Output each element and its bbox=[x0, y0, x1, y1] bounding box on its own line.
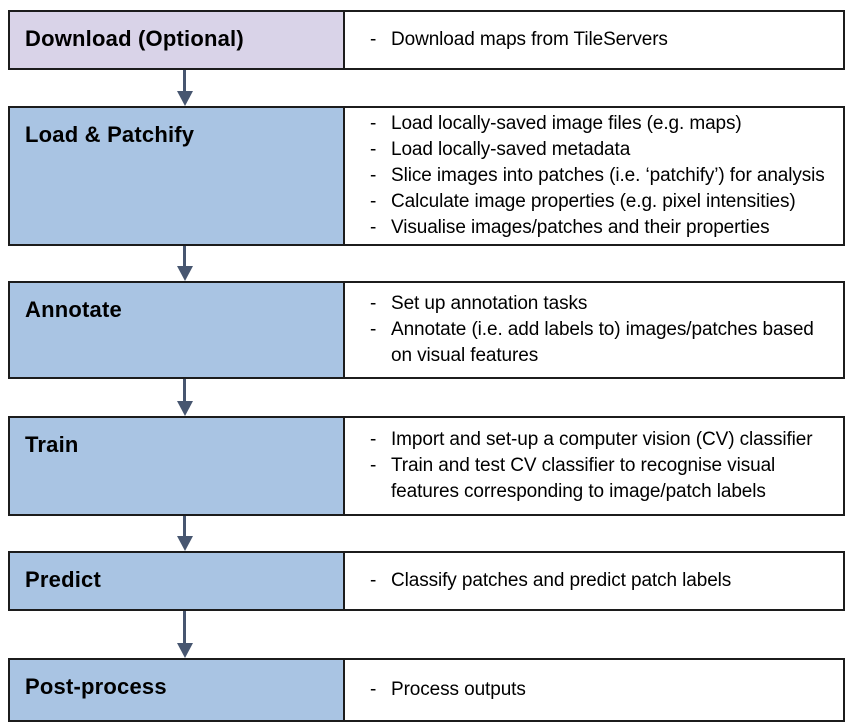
bullet-dash: - bbox=[370, 165, 377, 186]
bullet-text: Calculate image properties (e.g. pixel i… bbox=[391, 191, 796, 212]
bullet-dash: - bbox=[370, 570, 377, 591]
bullet-dash: - bbox=[370, 113, 377, 134]
stage-label-load-patchify: Load & Patchify bbox=[25, 122, 195, 147]
stage-row-train: Train - Import and set-up a computer vis… bbox=[8, 416, 857, 516]
stage-description-annotate: - Set up annotation tasks - Annotate (i.… bbox=[343, 281, 845, 379]
arrow-line bbox=[183, 379, 186, 401]
bullet-text: Train and test CV classifier to recognis… bbox=[391, 455, 776, 502]
bullet-item: - Load locally-saved metadata bbox=[370, 137, 837, 163]
arrow-line bbox=[183, 516, 186, 536]
stage-description-load-patchify: - Load locally-saved image files (e.g. m… bbox=[343, 106, 845, 246]
flow-arrow-annotate-to-train bbox=[176, 379, 193, 416]
bullet-text: Visualise images/patches and their prope… bbox=[391, 217, 770, 238]
bullet-item: - Visualise images/patches and their pro… bbox=[370, 215, 837, 241]
bullet-item: - Import and set-up a computer vision (C… bbox=[370, 427, 837, 453]
stage-row-post-process: Post-process - Process outputs bbox=[8, 658, 857, 722]
bullet-item: - Set up annotation tasks bbox=[370, 291, 837, 317]
arrow-down-icon bbox=[176, 91, 193, 106]
bullet-text: Download maps from TileServers bbox=[391, 29, 668, 50]
bullet-text: Classify patches and predict patch label… bbox=[391, 570, 732, 591]
bullet-item: - Calculate image properties (e.g. pixel… bbox=[370, 189, 837, 215]
bullet-item: - Process outputs bbox=[370, 677, 837, 703]
bullet-dash: - bbox=[370, 139, 377, 160]
bullet-dash: - bbox=[370, 191, 377, 212]
bullet-dash: - bbox=[370, 455, 377, 476]
bullet-text: Slice images into patches (i.e. ‘patchif… bbox=[391, 165, 825, 186]
bullet-item: - Download maps from TileServers bbox=[370, 27, 837, 53]
bullet-text: Load locally-saved metadata bbox=[391, 139, 631, 160]
stage-box-load-patchify: Load & Patchify bbox=[8, 106, 345, 246]
bullet-text: Import and set-up a computer vision (CV)… bbox=[391, 429, 813, 450]
arrow-down-icon bbox=[176, 401, 193, 416]
bullet-item: - Load locally-saved image files (e.g. m… bbox=[370, 111, 837, 137]
stage-label-annotate: Annotate bbox=[25, 297, 122, 322]
stage-box-download: Download (Optional) bbox=[8, 10, 345, 70]
flow-arrow-download-to-load bbox=[176, 70, 193, 106]
bullet-item: - Slice images into patches (i.e. ‘patch… bbox=[370, 163, 837, 189]
bullet-text: Process outputs bbox=[391, 679, 526, 700]
stage-label-train: Train bbox=[25, 432, 79, 457]
bullet-dash: - bbox=[370, 429, 377, 450]
arrow-down-icon bbox=[176, 266, 193, 281]
bullet-dash: - bbox=[370, 679, 377, 700]
arrow-down-icon bbox=[176, 536, 193, 551]
stage-label-download: Download (Optional) bbox=[25, 26, 244, 51]
bullet-text: Set up annotation tasks bbox=[391, 293, 588, 314]
bullet-text: Annotate (i.e. add labels to) images/pat… bbox=[391, 319, 814, 366]
flow-arrow-predict-to-postprocess bbox=[176, 611, 193, 658]
arrow-line bbox=[183, 70, 186, 91]
stage-row-annotate: Annotate - Set up annotation tasks - Ann… bbox=[8, 281, 857, 379]
bullet-item: - Annotate (i.e. add labels to) images/p… bbox=[370, 317, 837, 369]
bullet-item: - Classify patches and predict patch lab… bbox=[370, 568, 837, 594]
stage-box-train: Train bbox=[8, 416, 345, 516]
stage-label-predict: Predict bbox=[25, 567, 101, 592]
bullet-dash: - bbox=[370, 29, 377, 50]
bullet-dash: - bbox=[370, 293, 377, 314]
stage-description-download: - Download maps from TileServers bbox=[343, 10, 845, 70]
stage-description-post-process: - Process outputs bbox=[343, 658, 845, 722]
stage-label-post-process: Post-process bbox=[25, 674, 167, 699]
stage-row-load-patchify: Load & Patchify - Load locally-saved ima… bbox=[8, 106, 857, 246]
bullet-text: Load locally-saved image files (e.g. map… bbox=[391, 113, 742, 134]
flow-arrow-load-to-annotate bbox=[176, 246, 193, 281]
bullet-item: - Train and test CV classifier to recogn… bbox=[370, 453, 837, 505]
stage-row-predict: Predict - Classify patches and predict p… bbox=[8, 551, 857, 611]
arrow-down-icon bbox=[176, 643, 193, 658]
stage-description-predict: - Classify patches and predict patch lab… bbox=[343, 551, 845, 611]
arrow-line bbox=[183, 246, 186, 266]
arrow-line bbox=[183, 611, 186, 643]
bullet-dash: - bbox=[370, 217, 377, 238]
stage-description-train: - Import and set-up a computer vision (C… bbox=[343, 416, 845, 516]
stage-box-post-process: Post-process bbox=[8, 658, 345, 722]
stage-box-predict: Predict bbox=[8, 551, 345, 611]
flow-arrow-train-to-predict bbox=[176, 516, 193, 551]
bullet-dash: - bbox=[370, 319, 377, 340]
stage-row-download: Download (Optional) - Download maps from… bbox=[8, 10, 857, 70]
stage-box-annotate: Annotate bbox=[8, 281, 345, 379]
